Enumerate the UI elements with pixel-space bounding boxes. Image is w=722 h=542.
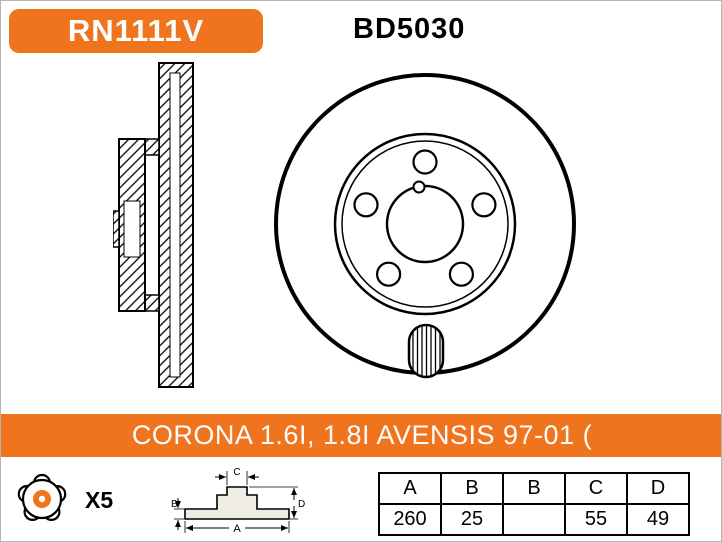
table-value-row: 260 25 55 49 bbox=[378, 503, 690, 536]
table-value-cell: 55 bbox=[564, 503, 628, 536]
disc-cross-section-drawing bbox=[113, 62, 194, 388]
table-value-cell: 25 bbox=[440, 503, 504, 536]
friction-ring-section bbox=[158, 62, 194, 388]
hub-bolt-pattern-icon bbox=[17, 473, 67, 522]
table-value-cell bbox=[502, 503, 566, 536]
table-header-row: A B B C D bbox=[378, 472, 690, 505]
bolt-hole bbox=[412, 149, 438, 175]
dimension-diagram: C B D A bbox=[171, 467, 305, 535]
application-text: CORONA 1.6I, 1.8I AVENSIS 97-01 ( bbox=[131, 420, 593, 450]
hub-flange bbox=[113, 210, 120, 248]
hat-inner-circle bbox=[341, 140, 509, 308]
disc-front-view-drawing bbox=[274, 73, 576, 379]
dim-label-b: B bbox=[171, 499, 178, 510]
hub-center-bore bbox=[38, 495, 46, 503]
hat-ring-circle bbox=[333, 132, 517, 316]
bolt-count-label: X5 bbox=[85, 486, 114, 513]
bolt-hole bbox=[471, 192, 497, 218]
dim-label-d: D bbox=[298, 499, 305, 510]
application-banner: CORONA 1.6I, 1.8I AVENSIS 97-01 ( bbox=[1, 414, 721, 457]
table-value-cell: 49 bbox=[626, 503, 690, 536]
disc-profile-shape bbox=[184, 486, 290, 520]
bolt-hole-section bbox=[123, 200, 141, 258]
hat-section bbox=[113, 138, 160, 312]
reference-code: BD5030 bbox=[353, 13, 466, 45]
table-header-cell: A bbox=[378, 472, 442, 505]
part-number-badge: RN1111V bbox=[9, 9, 263, 53]
locating-pin-hole bbox=[412, 180, 426, 194]
dim-label-a: A bbox=[233, 523, 241, 535]
dimensions-table: A B B C D 260 25 55 49 bbox=[378, 472, 690, 536]
table-header-cell: C bbox=[564, 472, 628, 505]
vent-slot bbox=[407, 323, 445, 379]
bolt-hole bbox=[375, 261, 402, 287]
part-number: RN1111V bbox=[67, 13, 205, 48]
dim-label-c: C bbox=[233, 467, 240, 478]
table-header-cell: B bbox=[440, 472, 504, 505]
bolt-hole bbox=[353, 192, 379, 218]
bolt-hole bbox=[448, 261, 474, 287]
table-value-cell: 260 bbox=[378, 503, 442, 536]
table-header-cell: D bbox=[626, 472, 690, 505]
vent-channel bbox=[169, 72, 181, 378]
bolt-holes bbox=[353, 149, 497, 287]
table-header-cell: B bbox=[502, 472, 566, 505]
